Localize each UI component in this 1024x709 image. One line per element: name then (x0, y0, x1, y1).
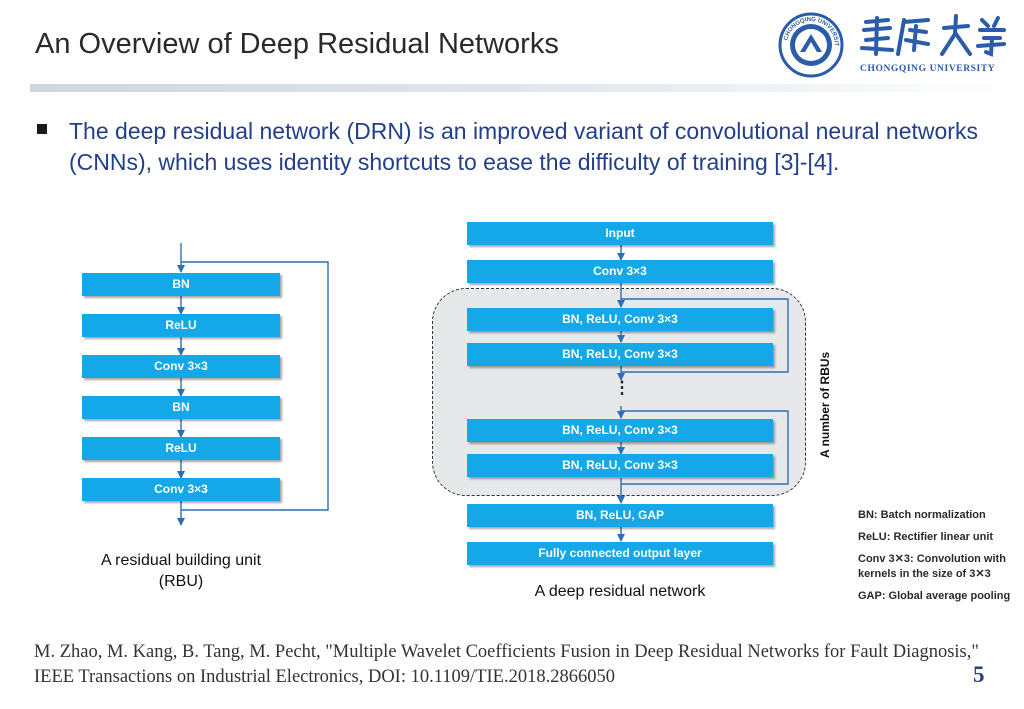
drn-block-rbu-2: BN, ReLU, Conv 3×3 (467, 343, 773, 366)
rbu-caption-line2: (RBU) (158, 573, 204, 590)
drn-block-conv: Conv 3×3 (467, 260, 773, 283)
rbu-block-conv-1: Conv 3×3 (82, 355, 280, 378)
legend-bn: BN: Batch normalization (858, 509, 986, 521)
rbu-block-bn-2: BN (82, 396, 280, 419)
drn-block-gap: BN, ReLU, GAP (467, 504, 773, 527)
rbu-caption-line1: A residual building unit (100, 552, 262, 569)
university-wordmark-text: CHONGQING UNIVERSITY (860, 64, 995, 74)
drn-block-rbu-4: BN, ReLU, Conv 3×3 (467, 454, 773, 477)
drn-block-rbu-3: BN, ReLU, Conv 3×3 (467, 419, 773, 442)
page-title: An Overview of Deep Residual Networks (35, 28, 559, 60)
university-wordmark-icon: CHONGQING UNIVERSITY (860, 14, 1006, 74)
page-number: 5 (973, 662, 985, 687)
reference-citation: M. Zhao, M. Kang, B. Tang, M. Pecht, "Mu… (34, 642, 979, 687)
drn-block-input: Input (467, 222, 773, 245)
legend-relu: ReLU: Rectifier linear unit (858, 531, 994, 543)
rbu-block-conv-2: Conv 3×3 (82, 478, 280, 501)
title-divider (30, 84, 1020, 92)
legend-gap: GAP: Global average pooling (858, 590, 1011, 602)
rbu-block-relu-1: ReLU (82, 314, 280, 337)
university-seal-icon: CHONGQING UNIVERSITY (778, 12, 844, 78)
rbu-block-relu-2: ReLU (82, 437, 280, 460)
drn-caption: A deep residual network (534, 583, 706, 600)
drn-block-fc: Fully connected output layer (467, 542, 773, 565)
drn-block-rbu-1: BN, ReLU, Conv 3×3 (467, 308, 773, 331)
rbu-group-label: A number of RBUs (818, 351, 832, 458)
legend-conv: Conv 3✕3: Convolution with kernels in th… (858, 553, 1006, 580)
bullet-marker (37, 124, 47, 134)
rbu-block-bn-1: BN (82, 273, 280, 296)
rbu-caption: A residual building unit (RBU) (71, 550, 291, 592)
bullet-text: The deep residual network (DRN) is an im… (69, 118, 978, 175)
drn-ellipsis: ⋮ (613, 378, 631, 397)
